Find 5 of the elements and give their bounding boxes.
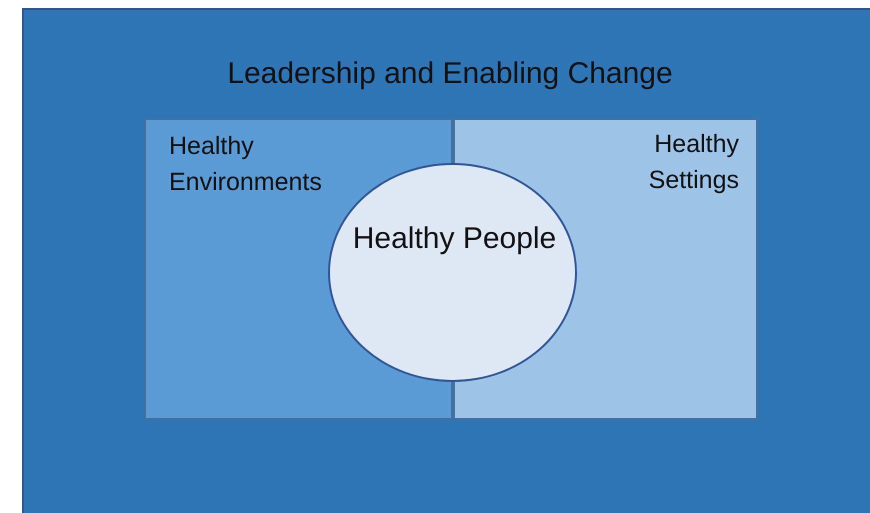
node-label: Healthy People (352, 221, 558, 257)
outer-panel (22, 8, 870, 513)
title-text: Leadership and Enabling Change (226, 56, 674, 92)
node-label: Healthy Environments (169, 131, 323, 198)
node-label: Healthy Settings (648, 129, 739, 196)
